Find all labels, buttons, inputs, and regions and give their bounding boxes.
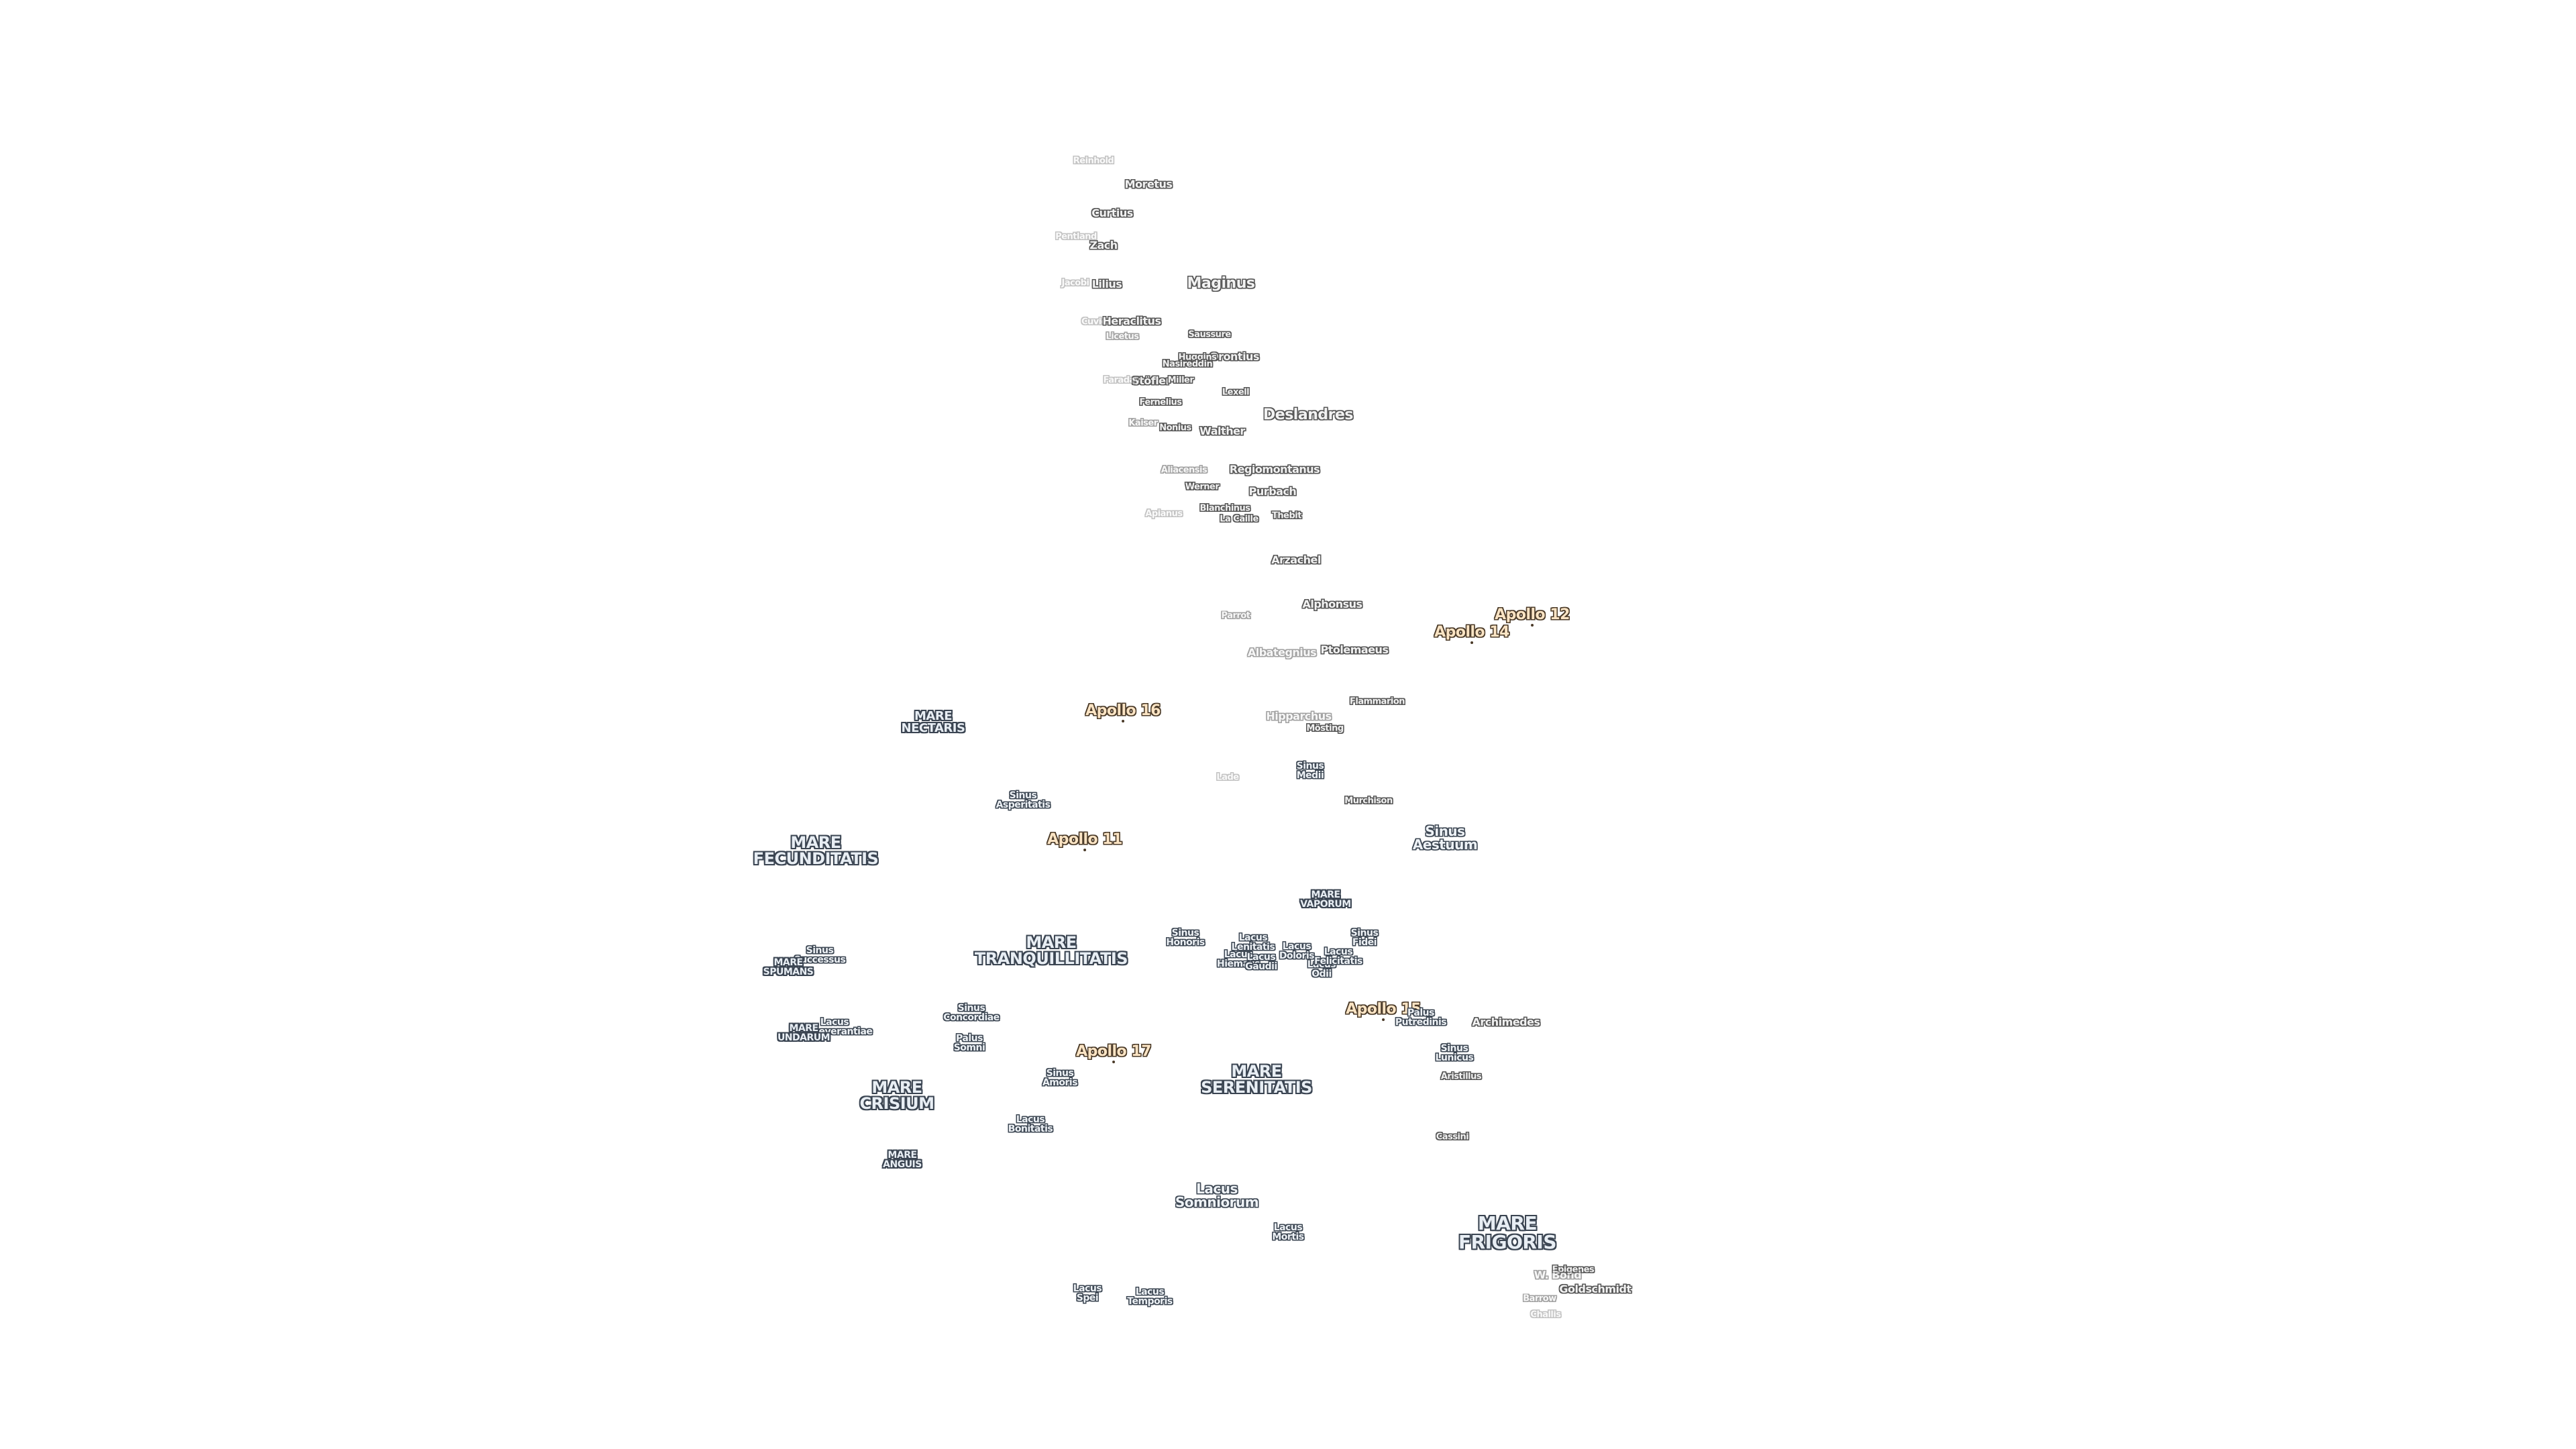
crater-label-miller: Miller [1167,375,1194,386]
crater-label-nasireddin: Nasireddin [1162,359,1213,370]
crater-label-arzachel: Arzachel [1271,553,1321,566]
lunar-lake-label-sinus-asperitatis: Sinus Asperitatis [996,790,1051,810]
lunar-lake-label-lacus-temporis: Lacus Temporis [1127,1287,1173,1307]
lunar-lake-label-sinus-lunicus: Sinus Lunicus [1435,1043,1474,1063]
crater-label-curtius: Curtius [1091,207,1133,219]
crater-label-licetus: Licetus [1106,331,1139,342]
crater-label-m-sting: Mösting [1306,723,1344,734]
lunar-lake-label-sinus-honoris: Sinus Honoris [1166,928,1205,948]
crater-label-flammarion: Flammarion [1349,696,1405,707]
lunar-lake-label-sinus-fidei: Sinus Fidei [1350,928,1379,948]
crater-label-zach: Zach [1089,239,1118,252]
lunar-lake-label-palus-somni: Palus Somni [953,1033,985,1053]
crater-label-cassini: Cassini [1436,1132,1469,1142]
crater-label-barrow: Barrow [1523,1293,1556,1304]
landing-site-label-apollo-17: Apollo 17 [1076,1043,1151,1063]
crater-label-apianus: Apianus [1145,508,1183,519]
crater-label-fernelius: Fernelius [1139,397,1182,408]
mare-label-mare-spumans: MARE SPUMANS [763,957,814,977]
lunar-lake-label-lacus-mortis: Lacus Mortis [1272,1222,1304,1242]
crater-label-epigenes: Epigenes [1552,1265,1595,1275]
landing-site-label-apollo-12: Apollo 12 [1495,606,1570,627]
landing-site-label-apollo-14: Apollo 14 [1434,624,1509,644]
lunar-lake-label-sinus-medii: Sinus Medii [1296,761,1324,781]
crater-label-deslandres: Deslandres [1263,407,1353,423]
crater-label-aliacensis: Aliacensis [1161,465,1208,476]
landing-site-label-apollo-15: Apollo 15 [1346,1001,1421,1021]
mare-label-mare-frigoris: MARE FRIGORIS [1458,1212,1557,1253]
mare-label-mare-anguis: MARE ANGUIS [883,1150,922,1170]
crater-label-jacobi: Jacobi [1061,278,1089,288]
crater-label-ptolemaeus: Ptolemaeus [1320,643,1389,656]
lunar-lake-label-lacus-somniorum: Lacus Somniorum [1175,1181,1259,1210]
crater-label-st-fler: Stöfler [1132,374,1171,387]
lunar-lake-label-lacus-doloris: Lacus Doloris [1279,941,1315,961]
crater-label-kaiser: Kaiser [1128,418,1158,429]
lunar-lake-label-sinus-concordiae: Sinus Concordiae [943,1003,1000,1023]
crater-label-maginus: Maginus [1187,275,1255,292]
crater-label-lexell: Lexell [1222,387,1250,398]
lunar-lake-label-lacus-bonitatis: Lacus Bonitatis [1008,1114,1053,1134]
crater-label-pentland: Pentland [1055,231,1097,242]
crater-label-heraclitus: Heraclitus [1102,315,1161,327]
mare-label-mare-undarum: MARE UNDARUM [777,1023,830,1043]
crater-label-albategnius: Albategnius [1247,646,1317,659]
crater-label-thebit: Thebit [1272,511,1301,521]
lunar-lake-label-lacus-spei: Lacus Spei [1073,1283,1102,1303]
lunar-lake-label-sinus-successus: Sinus Successus [794,945,846,965]
crater-label-faraday: Faraday [1103,375,1140,386]
crater-label-cuvier: Cuvier [1081,317,1111,327]
crater-label-blanchinus: Blanchinus [1199,503,1250,514]
crater-label-saussure: Saussure [1188,329,1231,340]
landing-site-label-apollo-16: Apollo 16 [1085,702,1161,722]
crater-label-lilius: Lilius [1091,278,1122,290]
crater-label-murchison: Murchison [1344,796,1393,806]
crater-label-aristillus: Aristillus [1440,1071,1482,1082]
crater-label-reinhold: Reinhold [1073,156,1114,166]
crater-label-goldschmidt: Goldschmidt [1559,1283,1631,1295]
crater-label-walther: Walther [1199,425,1245,437]
crater-label-lade: Lade [1216,772,1239,783]
mare-label-mare-crisium: MARE CRISIUM [859,1078,934,1113]
lunar-lake-label-lacus-perseverantiae: Lacus Perseverantiae [796,1017,873,1037]
crater-label-regiomontanus: Regiomontanus [1229,463,1320,476]
lunar-lake-label-lacus-lenitatis: Lacus Lenitatis [1231,932,1275,953]
lunar-lake-label-palus-putredinis: Palus Putredinis [1395,1008,1447,1028]
mare-label-mare-nectaris: MARE NECTARIS [901,709,965,735]
lunar-lake-label-lacus-odii: Lacus Odii [1307,959,1336,979]
crater-label-alphonsus: Alphonsus [1302,598,1362,610]
crater-label-w-bond: W. Bond [1534,1269,1582,1281]
crater-label-archimedes: Archimedes [1472,1016,1540,1028]
lunar-lake-label-lacus-gaudii: Lacus Gaudii [1245,952,1277,972]
landing-site-label-apollo-11: Apollo 11 [1047,831,1122,851]
crater-label-nonius: Nonius [1159,423,1191,433]
crater-label-moretus: Moretus [1124,178,1173,191]
mare-label-mare-fecunditatis: MARE FECUNDITATIS [753,833,879,868]
crater-label-orontius: Orontius [1210,350,1259,363]
mare-label-mare-vaporum: MARE VAPORUM [1300,890,1351,910]
crater-label-challis: Challis [1530,1309,1561,1320]
crater-label-werner: Werner [1185,482,1220,492]
crater-label-la-caille: La Caille [1220,514,1258,525]
mare-label-mare-serenitatis: MARE SERENITATIS [1201,1062,1312,1097]
crater-label-purbach: Purbach [1248,485,1297,498]
lunar-lake-label-sinus-amoris: Sinus Amoris [1042,1068,1078,1088]
lunar-lake-label-lacus-hiemalis: Lacus Hiemalis [1217,949,1260,969]
crater-label-huggins: Huggins [1178,352,1217,363]
mare-label-mare-tranquillitatis: MARE TRANQUILLITATIS [974,933,1128,968]
crater-label-hipparchus: Hipparchus [1266,710,1332,722]
lunar-lake-label-sinus-aestuum: Sinus Aestuum [1412,823,1478,853]
lunar-lake-label-lacus-felicitatis: Lacus Felicitatis [1314,947,1362,967]
crater-label-parrot: Parrot [1221,610,1250,621]
